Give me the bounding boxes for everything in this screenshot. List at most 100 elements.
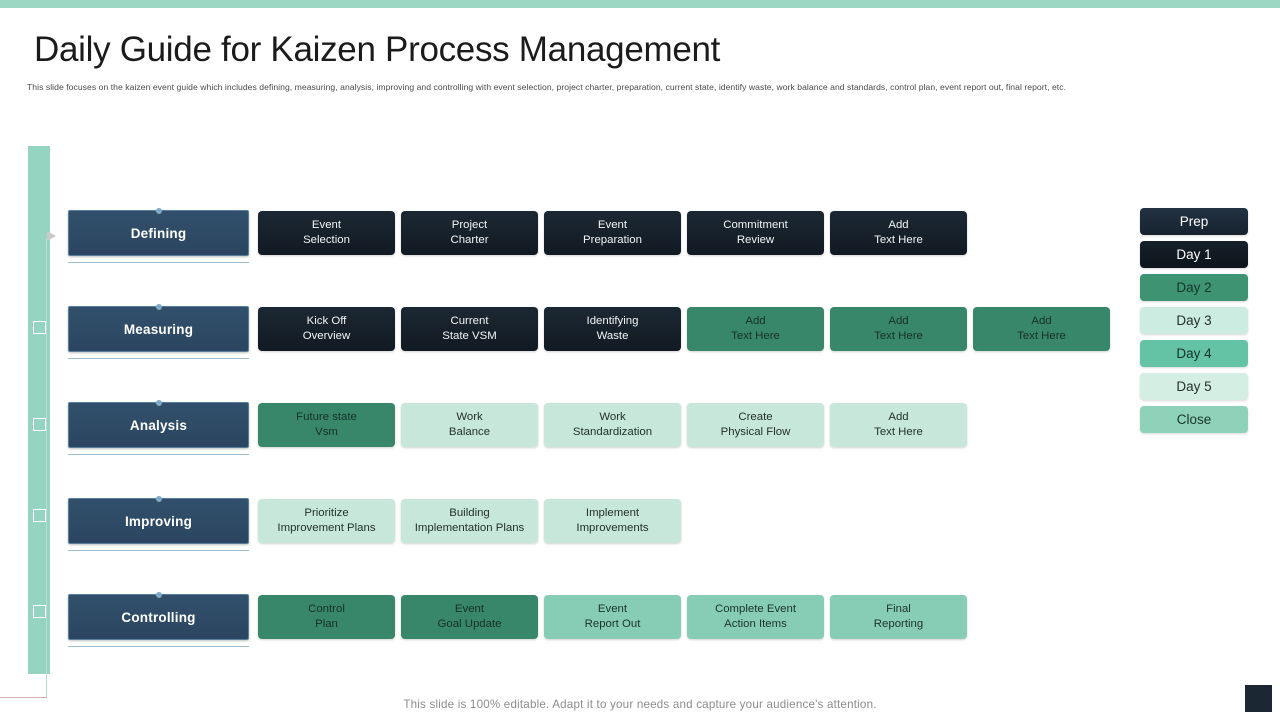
matrix-card-line: Add bbox=[745, 314, 766, 327]
matrix-card-line: Goal Update bbox=[437, 618, 502, 630]
stage-label-text: Defining bbox=[130, 225, 187, 241]
stage-label-improving[interactable]: Improving bbox=[68, 496, 249, 544]
matrix-card-line: Text Here bbox=[1017, 330, 1066, 342]
legend-item-day5[interactable]: Day 5 bbox=[1140, 373, 1248, 400]
matrix-card-line: Vsm bbox=[315, 426, 338, 438]
matrix-card-line: Complete Event bbox=[714, 602, 797, 615]
rail-marker-controlling bbox=[33, 605, 46, 618]
stage-label-controlling[interactable]: Controlling bbox=[68, 592, 249, 640]
legend-item-label: Day 1 bbox=[1176, 247, 1212, 262]
stage-underline bbox=[68, 646, 249, 648]
matrix-card-line: Report Out bbox=[584, 618, 641, 630]
legend-item-label: Close bbox=[1176, 412, 1212, 427]
matrix-card-line: Add bbox=[888, 410, 909, 423]
matrix-card-line: Add bbox=[888, 218, 909, 231]
matrix-card-line: Implementation Plans bbox=[414, 522, 525, 534]
legend-item-close[interactable]: Close bbox=[1140, 406, 1248, 433]
matrix-card-line: Balance bbox=[448, 426, 491, 438]
matrix-card-line: Work bbox=[456, 410, 483, 423]
matrix-card-line: Event bbox=[597, 218, 628, 231]
matrix-card-line: Waste bbox=[596, 330, 629, 342]
legend-item-label: Day 5 bbox=[1176, 379, 1212, 394]
stage-label-text: Controlling bbox=[121, 609, 196, 625]
matrix-card-line: Text Here bbox=[874, 234, 923, 246]
rail-marker-analysis bbox=[33, 418, 46, 431]
stage-label-text: Improving bbox=[124, 513, 193, 529]
matrix-card-line: Selection bbox=[303, 234, 350, 246]
stage-underline bbox=[68, 262, 249, 264]
left-rail-foot-line bbox=[0, 697, 47, 698]
matrix-card-line: Control bbox=[308, 602, 345, 615]
corner-decoration bbox=[1245, 685, 1272, 712]
matrix-card-line: Text Here bbox=[731, 330, 780, 342]
rail-marker-measuring bbox=[33, 321, 46, 334]
legend-item-day4[interactable]: Day 4 bbox=[1140, 340, 1248, 367]
matrix-card-line: Identifying bbox=[586, 314, 639, 327]
matrix-card-line: Event bbox=[597, 602, 628, 615]
matrix-card-line: Implement bbox=[585, 506, 640, 519]
stage-label-defining[interactable]: Defining bbox=[68, 208, 249, 256]
stage-label-analysis[interactable]: Analysis bbox=[68, 400, 249, 448]
matrix-card-line: Charter bbox=[450, 234, 489, 246]
legend-item-day2[interactable]: Day 2 bbox=[1140, 274, 1248, 301]
matrix-card-line: Work bbox=[599, 410, 626, 423]
matrix-card-line: Future state bbox=[296, 410, 357, 423]
stage-label-text: Analysis bbox=[129, 417, 188, 433]
legend-item-label: Day 2 bbox=[1176, 280, 1212, 295]
left-rail-arrow-icon bbox=[47, 231, 56, 241]
legend-item-day1[interactable]: Day 1 bbox=[1140, 241, 1248, 268]
page-title: Daily Guide for Kaizen Process Managemen… bbox=[34, 30, 721, 69]
matrix-card-line: Action Items bbox=[724, 618, 787, 630]
matrix-card-line: Improvement Plans bbox=[277, 522, 376, 534]
matrix-card-line: Building bbox=[449, 506, 490, 519]
matrix-card-line: Kick Off bbox=[306, 314, 347, 327]
legend-item-day3[interactable]: Day 3 bbox=[1140, 307, 1248, 334]
matrix-card-line: Prioritize bbox=[304, 506, 349, 519]
stage-underline bbox=[68, 454, 249, 456]
matrix-card-line: Plan bbox=[315, 618, 338, 630]
legend-item-label: Prep bbox=[1179, 214, 1209, 229]
legend-item-prep[interactable]: Prep bbox=[1140, 208, 1248, 235]
matrix-card-line: Text Here bbox=[874, 426, 923, 438]
stage-underline bbox=[68, 358, 249, 360]
matrix-card-line: Event bbox=[311, 218, 342, 231]
stage-dot-icon bbox=[155, 400, 162, 406]
stage-underline bbox=[68, 550, 249, 552]
legend-item-label: Day 4 bbox=[1176, 346, 1212, 361]
matrix-card-line: Add bbox=[888, 314, 909, 327]
matrix-card-line: Add bbox=[1031, 314, 1052, 327]
stage-dot-icon bbox=[155, 496, 162, 502]
matrix-card-line: Commitment bbox=[723, 218, 788, 231]
matrix-card-line: Project bbox=[451, 218, 488, 231]
stage-label-measuring[interactable]: Measuring bbox=[68, 304, 249, 352]
footer-note: This slide is 100% editable. Adapt it to… bbox=[403, 698, 877, 711]
top-accent-bar bbox=[0, 0, 1280, 8]
stage-dot-icon bbox=[155, 208, 162, 214]
